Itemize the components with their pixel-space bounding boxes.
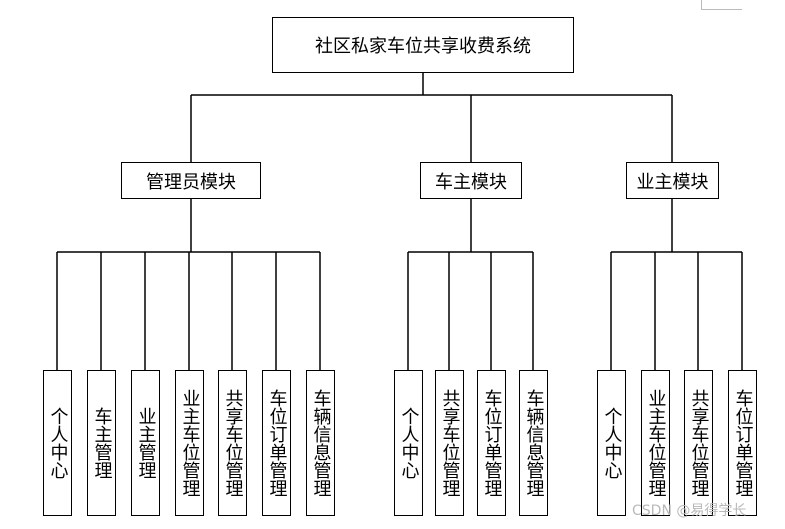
watermark-text: CSDN @易得学长 (632, 503, 747, 519)
admin-leaf-personal-center: 个人中心 (43, 370, 72, 516)
car-owner-leaf-personal-center: 个人中心 (394, 370, 423, 516)
property-owner-leaf-personal-center: 个人中心 (597, 370, 626, 516)
property-owner-leaf-shared-space-mgmt: 共享车位管理 (684, 370, 713, 516)
car-owner-leaf-space-order-mgmt: 车位订单管理 (477, 370, 506, 516)
car-owner-leaf-vehicle-info-mgmt: 车辆信息管理 (519, 370, 548, 516)
module-property-owner: 业主模块 (626, 162, 719, 199)
admin-leaf-property-owner-mgmt: 业主管理 (131, 370, 160, 516)
admin-leaf-owner-space-mgmt: 业主车位管理 (175, 370, 204, 516)
admin-leaf-space-order-mgmt: 车位订单管理 (262, 370, 291, 516)
admin-leaf-car-owner-mgmt: 车主管理 (87, 370, 116, 516)
module-car-owner: 车主模块 (420, 162, 522, 199)
root-node: 社区私家车位共享收费系统 (272, 17, 574, 73)
module-admin: 管理员模块 (121, 162, 261, 199)
property-owner-leaf-owner-space-mgmt: 业主车位管理 (641, 370, 670, 516)
admin-leaf-vehicle-info-mgmt: 车辆信息管理 (306, 370, 335, 516)
admin-leaf-shared-space-mgmt: 共享车位管理 (218, 370, 247, 516)
top-right-corner-mark (701, 0, 742, 10)
property-owner-leaf-space-order-mgmt: 车位订单管理 (728, 370, 757, 516)
car-owner-leaf-shared-space-mgmt: 共享车位管理 (435, 370, 464, 516)
